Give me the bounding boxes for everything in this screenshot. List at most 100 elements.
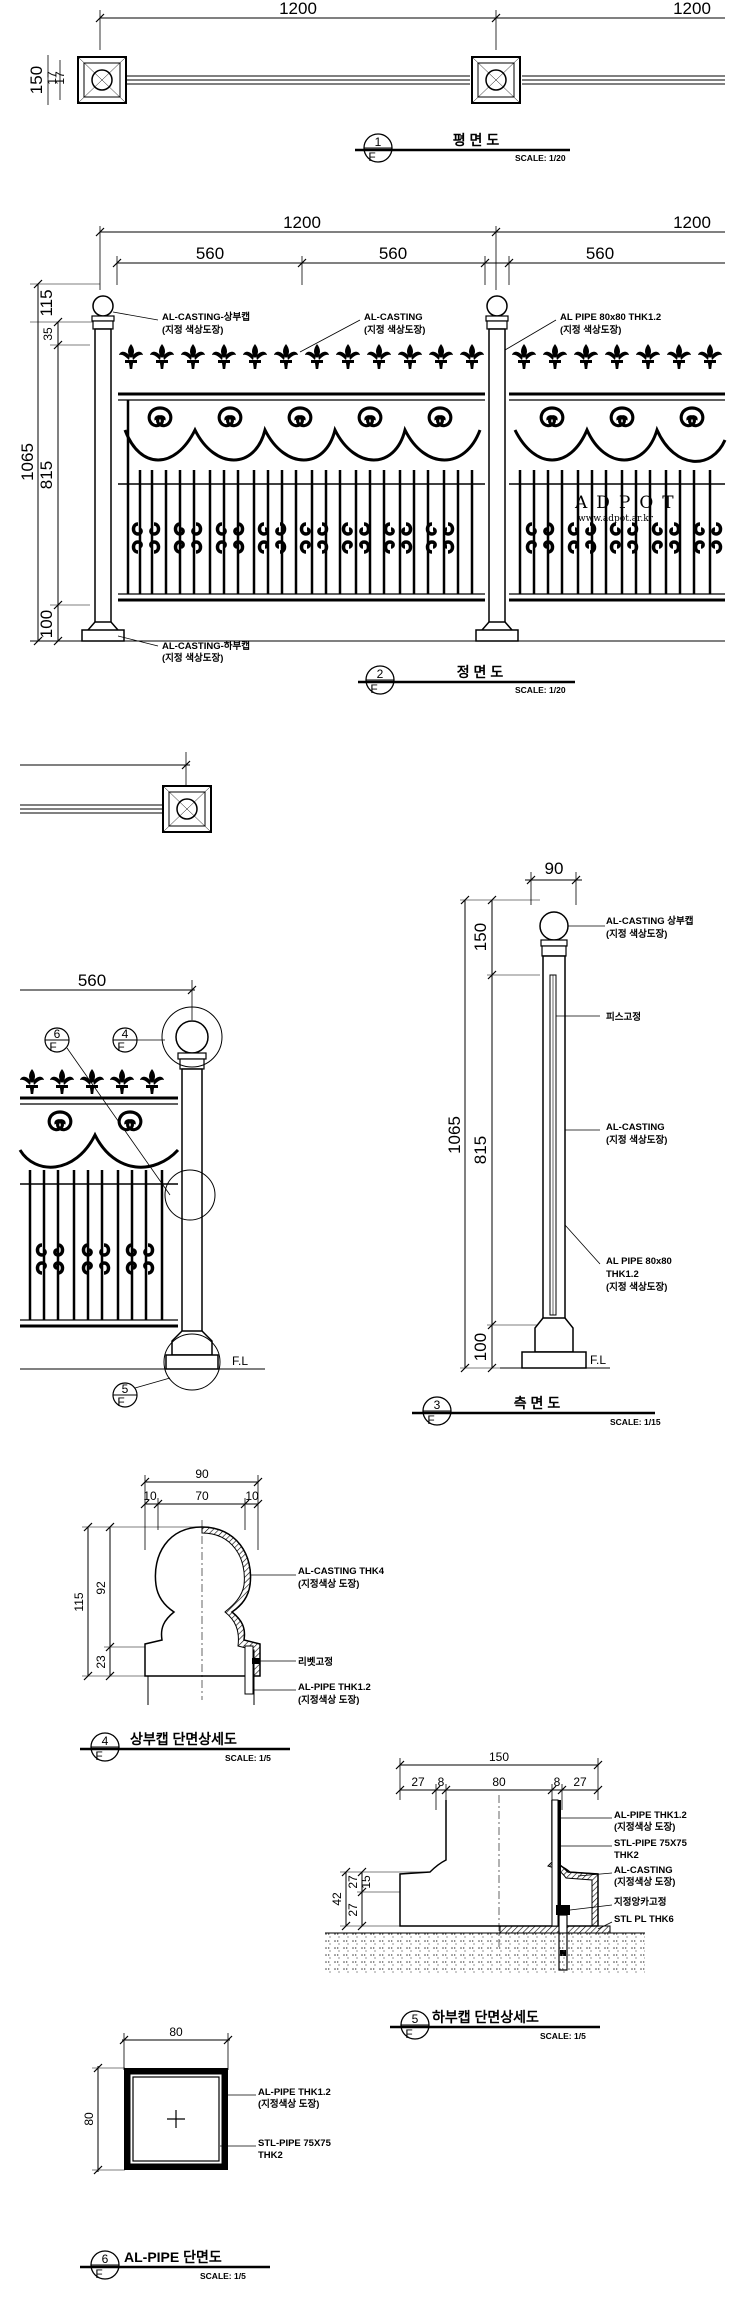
- pipe-section: 80 80 AL-PIPE THK1.2 (지정색상 도장) STL-PIPE …: [80, 2025, 332, 2281]
- svg-text:10: 10: [143, 1489, 157, 1503]
- svg-text:35: 35: [41, 327, 55, 341]
- svg-text:4: 4: [102, 1734, 109, 1748]
- svg-text:(지정색상 도장): (지정색상 도장): [614, 1876, 675, 1888]
- svg-text:100: 100: [471, 1333, 490, 1361]
- svg-text:F.L: F.L: [590, 1353, 606, 1367]
- detail-tag-4: 4 F: [112, 1027, 165, 1054]
- svg-text:(지정 색상도장): (지정 색상도장): [606, 1281, 667, 1293]
- svg-text:70: 70: [195, 1489, 209, 1503]
- svg-text:하부캡 단면상세도: 하부캡 단면상세도: [432, 2009, 539, 2025]
- svg-text:THK2: THK2: [258, 2150, 283, 2161]
- svg-text:4: 4: [122, 1027, 129, 1041]
- svg-text:150: 150: [471, 923, 490, 951]
- svg-text:ADPOT: ADPOT: [574, 493, 683, 513]
- svg-text:(지정 색상도장): (지정 색상도장): [560, 324, 621, 336]
- svg-text:815: 815: [37, 461, 56, 489]
- svg-text:560: 560: [78, 971, 106, 990]
- svg-text:1200: 1200: [673, 213, 711, 232]
- svg-text:1: 1: [375, 135, 382, 149]
- svg-text:(지정 색상도장): (지정 색상도장): [606, 1134, 667, 1146]
- svg-text:100: 100: [37, 610, 56, 638]
- pipe-section-title: 6 F AL-PIPE 단면도 SCALE: 1/5: [80, 2249, 270, 2281]
- detail-reference-elevation: 560 F.L: [18, 971, 265, 1409]
- svg-text:STL-PIPE 75X75: STL-PIPE 75X75: [258, 2138, 332, 2149]
- svg-text:8: 8: [438, 1775, 445, 1789]
- watermark: ADPOT www.adpot.ar.kr: [574, 493, 683, 524]
- svg-text:(지정색상 도장): (지정색상 도장): [258, 2098, 319, 2110]
- svg-text:SCALE: 1/20: SCALE: 1/20: [515, 685, 566, 695]
- svg-text:(지정색상 도장): (지정색상 도장): [298, 1578, 359, 1590]
- elevation-post-2: [475, 295, 519, 642]
- svg-text:AL-CASTING THK4: AL-CASTING THK4: [298, 1566, 385, 1577]
- svg-text:리벳고정: 리벳고정: [298, 1656, 333, 1668]
- svg-text:www.adpot.ar.kr: www.adpot.ar.kr: [578, 514, 654, 524]
- svg-text:AL-PIPE 단면도: AL-PIPE 단면도: [124, 2249, 222, 2265]
- plan-dim-17a: 17: [45, 71, 59, 85]
- svg-text:STL PL THK6: STL PL THK6: [614, 1914, 674, 1925]
- svg-text:80: 80: [492, 1775, 506, 1789]
- svg-text:90: 90: [195, 1467, 209, 1481]
- svg-text:SCALE: 1/5: SCALE: 1/5: [540, 2031, 586, 2041]
- svg-text:지정앙카고정: 지정앙카고정: [614, 1896, 666, 1908]
- svg-text:상부캡 단면상세도: 상부캡 단면상세도: [130, 1731, 237, 1747]
- svg-text:F: F: [95, 2267, 102, 2281]
- svg-text:3: 3: [434, 1398, 441, 1412]
- svg-text:F: F: [117, 1040, 124, 1054]
- svg-text:5: 5: [122, 1382, 129, 1396]
- svg-text:(지정색상 도장): (지정색상 도장): [298, 1694, 359, 1706]
- svg-text:SCALE: 1/5: SCALE: 1/5: [225, 1753, 271, 1763]
- svg-text:815: 815: [471, 1136, 490, 1164]
- svg-text:(지정 색상도장): (지정 색상도장): [162, 652, 223, 664]
- plan-title: 1 F 평 면 도 SCALE: 1/20: [355, 132, 570, 164]
- svg-text:(지정 색상도장): (지정 색상도장): [606, 928, 667, 940]
- svg-text:560: 560: [196, 244, 224, 263]
- side-callouts: AL-CASTING 상부캡 (지정 색상도장) 피스고정 AL-CASTING…: [556, 915, 693, 1293]
- svg-text:115: 115: [37, 289, 56, 316]
- svg-text:AL-CASTING-하부캡: AL-CASTING-하부캡: [162, 640, 250, 652]
- svg-text:80: 80: [169, 2025, 183, 2039]
- svg-text:6: 6: [102, 2252, 109, 2266]
- svg-text:27: 27: [346, 1903, 360, 1917]
- svg-text:THK1.2: THK1.2: [606, 1269, 639, 1280]
- svg-text:(지정색상 도장): (지정색상 도장): [614, 1821, 675, 1833]
- svg-text:AL-CASTING: AL-CASTING: [614, 1865, 673, 1876]
- svg-text:AL-PIPE THK1.2: AL-PIPE THK1.2: [614, 1810, 687, 1821]
- svg-text:SCALE: 1/20: SCALE: 1/20: [515, 153, 566, 163]
- svg-text:10: 10: [245, 1489, 259, 1503]
- elevation-post-1: [81, 295, 125, 642]
- svg-text:42: 42: [330, 1892, 344, 1906]
- elevation-title: 2 F 정 면 도 SCALE: 1/20: [358, 664, 575, 696]
- svg-text:23: 23: [94, 1655, 108, 1669]
- plan-post-2: [471, 56, 521, 104]
- svg-text:F: F: [405, 2027, 412, 2041]
- svg-text:F: F: [117, 1395, 124, 1409]
- svg-text:(지정 색상도장): (지정 색상도장): [364, 324, 425, 336]
- elevation-callouts: AL-CASTING-상부캡 (지정 색상도장) AL-CASTING (지정 …: [112, 311, 661, 664]
- infill-panel-left: [118, 344, 485, 602]
- svg-text:(지정 색상도장): (지정 색상도장): [162, 324, 223, 336]
- svg-text:8: 8: [554, 1775, 561, 1789]
- svg-text:AL-CASTING: AL-CASTING: [364, 312, 423, 323]
- svg-text:5: 5: [412, 2012, 419, 2026]
- svg-text:1065: 1065: [445, 1116, 464, 1154]
- svg-text:F: F: [49, 1040, 56, 1054]
- svg-text:80: 80: [82, 2112, 96, 2126]
- side-title: 3 F 측 면 도 SCALE: 1/15: [412, 1395, 661, 1427]
- svg-text:27: 27: [346, 1875, 360, 1889]
- svg-text:피스고정: 피스고정: [606, 1011, 641, 1023]
- svg-text:1200: 1200: [283, 213, 321, 232]
- svg-text:AL PIPE 80x80 THK1.2: AL PIPE 80x80 THK1.2: [560, 312, 661, 323]
- plan-dim-2: 1200: [673, 0, 711, 18]
- svg-text:115: 115: [72, 1592, 86, 1611]
- svg-text:6: 6: [54, 1027, 61, 1041]
- infill-panel-right: [509, 344, 727, 602]
- pipe-section-callouts: AL-PIPE THK1.2 (지정색상 도장) STL-PIPE 75X75 …: [220, 2087, 332, 2161]
- svg-text:정 면 도: 정 면 도: [457, 664, 504, 680]
- partial-plan: [20, 752, 212, 833]
- detail-tag-6: 6 F: [44, 1027, 171, 1196]
- svg-text:F: F: [368, 150, 375, 164]
- detail-tag-5: 5 F: [112, 1377, 171, 1409]
- svg-text:SCALE: 1/5: SCALE: 1/5: [200, 2271, 246, 2281]
- plan-post-1: [77, 56, 127, 104]
